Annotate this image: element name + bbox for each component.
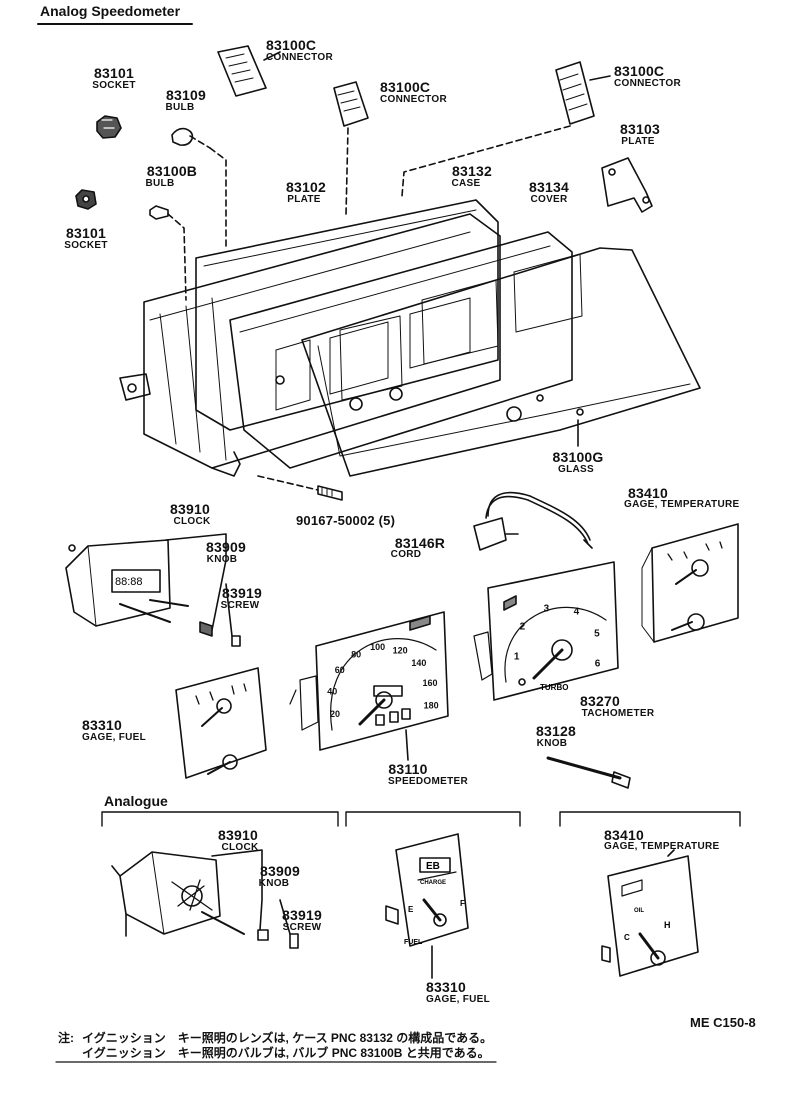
connector-a-name: CONNECTOR	[266, 52, 333, 63]
tach-knob-number: 83128	[536, 723, 576, 739]
tach-knob-drawing	[546, 756, 631, 789]
bulb-b-name: BULB	[145, 178, 175, 189]
gage-temp-name: GAGE, TEMPERATURE	[624, 499, 740, 510]
bulb-a-name: BULB	[165, 102, 195, 113]
connector-a-drawing	[217, 45, 281, 97]
main-screw-number: 90167-50002 (5)	[296, 513, 396, 528]
socket-a-number: 83101	[94, 65, 134, 81]
gage-fuel-number: 83310	[82, 717, 122, 733]
analogue-knob-number: 83909	[260, 863, 300, 879]
connector-b-number: 83100C	[380, 79, 431, 95]
connector-c-number: 83100C	[614, 63, 665, 79]
analogue-knob-name: KNOB	[258, 878, 290, 889]
socket-b-drawing	[75, 189, 97, 210]
main-screw-drawing	[257, 475, 343, 501]
tachometer-drawing	[473, 561, 619, 701]
socket-top-drawing	[96, 115, 122, 139]
analogue-fuel-number: 83310	[426, 979, 466, 995]
bulb-b-number: 83100B	[146, 163, 198, 179]
connector-b-drawing	[333, 81, 369, 216]
cluster-cover-drawing	[229, 231, 573, 469]
analogue-clock-drawing	[111, 849, 299, 949]
glass-name: GLASS	[558, 464, 594, 475]
cluster-glass-drawing	[301, 247, 701, 477]
cover-number: 83134	[529, 179, 569, 195]
diagram-title: Analog Speedometer	[40, 3, 181, 19]
analogue-temp-number: 83410	[604, 827, 644, 843]
cluster-plate-drawing	[195, 199, 499, 431]
gage-fuel-drawing	[175, 667, 267, 779]
plate-name: PLATE	[287, 194, 321, 205]
bulb-b-drawing	[149, 205, 187, 301]
analogue-brackets	[101, 811, 741, 827]
cord-name: CORD	[390, 549, 422, 560]
analogue-clock-name: CLOCK	[221, 842, 259, 853]
tach-knob-name: KNOB	[536, 738, 568, 749]
clock-screw-name: SCREW	[220, 600, 260, 611]
analogue-fuel-drawing	[385, 833, 469, 979]
plate-number: 83102	[286, 179, 326, 195]
connector-a-number: 83100C	[266, 37, 317, 53]
speedometer-name: SPEEDOMETER	[388, 776, 468, 787]
socket-b-number: 83101	[66, 225, 106, 241]
clock-knob-name: KNOB	[206, 554, 238, 565]
glass-number: 83100G	[552, 449, 604, 465]
cord-number: 83146R	[394, 535, 446, 551]
cord-drawing	[473, 491, 593, 551]
clock-drawing	[65, 533, 241, 647]
gage-temp-number: 83410	[628, 485, 668, 501]
case-name: CASE	[451, 178, 481, 189]
analogue-temp-drawing	[601, 849, 699, 977]
clock-name: CLOCK	[173, 516, 211, 527]
speedometer-drawing	[289, 611, 449, 761]
gage-fuel-name: GAGE, FUEL	[81, 732, 147, 743]
speedometer-number: 83110	[388, 761, 428, 777]
gage-temp-drawing	[641, 523, 739, 643]
socket-a-name: SOCKET	[92, 80, 136, 91]
clock-screw-number: 83919	[222, 585, 262, 601]
connector-c-drawing	[401, 61, 611, 197]
tachometer-number: 83270	[580, 693, 620, 709]
analogue-screw-number: 83919	[282, 907, 322, 923]
diagram-code: ME C150-8	[690, 1015, 756, 1030]
note-prefix: 注:	[58, 1031, 74, 1045]
bulb-top-drawing	[171, 127, 227, 251]
cover-name: COVER	[530, 194, 568, 205]
connector-c-name: CONNECTOR	[614, 78, 681, 89]
note-line-1: イグニッション キー照明のレンズは, ケース PNC 83132 の構成品である…	[82, 1031, 493, 1045]
plate-small-drawing	[601, 157, 653, 213]
cluster-case-drawing	[119, 213, 501, 477]
plate-small-name: PLATE	[621, 136, 655, 147]
analogue-clock-number: 83910	[218, 827, 258, 843]
analogue-fuel-name: GAGE, FUEL	[425, 994, 491, 1005]
connector-b-name: CONNECTOR	[380, 94, 447, 105]
analogue-screw-name: SCREW	[282, 922, 322, 933]
bulb-a-number: 83109	[166, 87, 206, 103]
tachometer-name: TACHOMETER	[581, 708, 655, 719]
clock-number: 83910	[170, 501, 210, 517]
analogue-temp-name: GAGE, TEMPERATURE	[604, 841, 720, 852]
clock-knob-number: 83909	[206, 539, 246, 555]
socket-b-name: SOCKET	[64, 240, 108, 251]
case-number: 83132	[452, 163, 492, 179]
note-line-2: イグニッション キー照明のバルブは, バルブ PNC 83100B と共用である…	[82, 1046, 490, 1060]
analogue-section-label: Analogue	[104, 793, 168, 809]
plate-small-number: 83103	[620, 121, 660, 137]
